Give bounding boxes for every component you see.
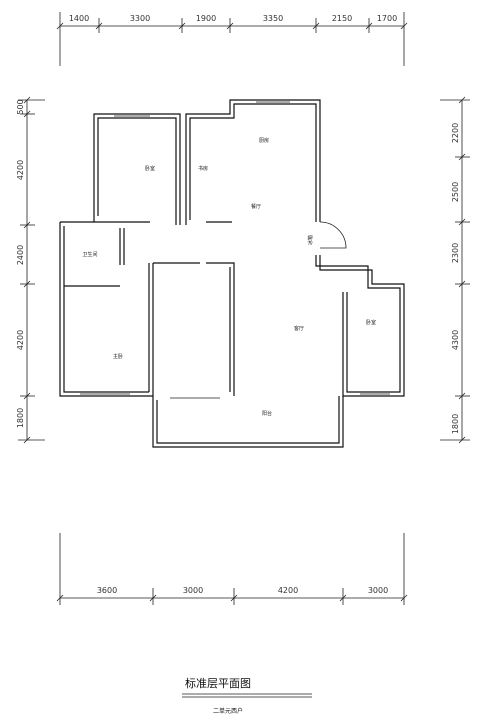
drawing-subtitle: 二单元西户 (213, 707, 243, 715)
bottom-dimension-chain: 3600 3000 4200 3000 (56, 533, 408, 605)
dim-bottom-1: 3600 (97, 586, 117, 595)
room-label-master-bedroom: 主卧 (113, 353, 123, 360)
room-label-kitchen: 厨房 (259, 137, 269, 144)
dim-right-3: 2300 (451, 243, 460, 263)
room-label-bedroom-top: 卧室 (145, 165, 155, 172)
room-label-bathroom: 卫生间 (82, 251, 97, 258)
dim-top-1: 1400 (69, 14, 89, 23)
dim-left-2: 4200 (16, 160, 25, 180)
dim-left-1: 500 (16, 99, 25, 114)
dim-left-4: 4200 (16, 330, 25, 350)
dim-bottom-4: 3000 (368, 586, 388, 595)
left-dimension-chain: 500 4200 2400 4200 1800 (16, 96, 45, 444)
room-label-dining: 餐厅 (251, 203, 261, 210)
dim-right-5: 1800 (451, 414, 460, 434)
dim-left-3: 2400 (16, 245, 25, 265)
dim-right-1: 2200 (451, 123, 460, 143)
dim-top-6: 1700 (377, 14, 397, 23)
dim-top-3: 1900 (196, 14, 216, 23)
dim-bottom-2: 3000 (183, 586, 203, 595)
room-label-fridge: 冰箱 (307, 235, 314, 245)
walls (59, 99, 405, 448)
drawing-title: 标准层平面图 (185, 676, 251, 690)
room-label-living: 客厅 (294, 325, 304, 332)
top-dimension-chain: 1400 3300 1900 3350 2150 1700 (56, 12, 408, 66)
dim-top-5: 2150 (332, 14, 352, 23)
dim-right-2: 2500 (451, 182, 460, 202)
dim-left-5: 1800 (16, 408, 25, 428)
room-label-bedroom-right: 卧室 (366, 319, 376, 326)
room-label-balcony: 阳台 (262, 410, 272, 417)
dim-top-2: 3300 (130, 14, 150, 23)
dim-right-4: 4300 (451, 330, 460, 350)
dim-bottom-3: 4200 (278, 586, 298, 595)
room-label-study: 书房 (198, 165, 208, 172)
dim-top-4: 3350 (263, 14, 283, 23)
right-dimension-chain: 2200 2500 2300 4300 1800 (440, 96, 470, 444)
